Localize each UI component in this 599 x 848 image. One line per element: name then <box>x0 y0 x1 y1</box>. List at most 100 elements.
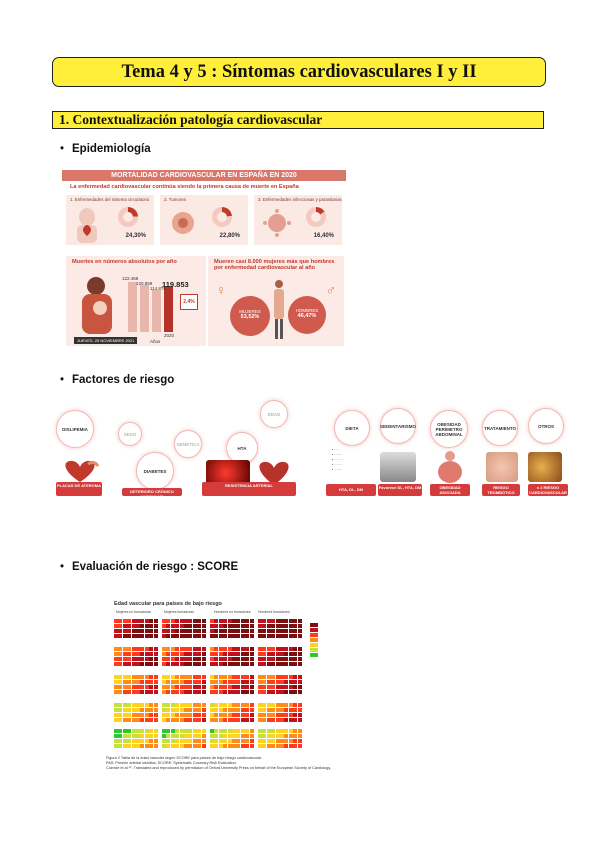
women-label: MUJERES <box>239 309 261 314</box>
score-cell <box>140 708 145 712</box>
score-cell <box>166 713 171 717</box>
score-cell <box>136 739 140 743</box>
score-cell <box>275 685 280 689</box>
score-cell <box>236 685 241 689</box>
score-cell <box>232 739 236 743</box>
score-cell <box>197 739 202 743</box>
score-cell <box>170 652 175 656</box>
score-cell <box>271 703 276 707</box>
score-cell <box>210 729 214 733</box>
score-cell <box>240 657 245 661</box>
score-cell <box>262 634 267 638</box>
score-cell <box>262 629 267 633</box>
score-cell <box>280 713 284 717</box>
score-caption-1: Figura 2 Tabla de la edad vascular según… <box>106 756 263 760</box>
legend-swatch <box>310 623 318 627</box>
score-cell <box>293 703 298 707</box>
score-cell <box>188 657 193 661</box>
score-cell <box>236 734 241 738</box>
score-cell <box>162 629 166 633</box>
score-cell <box>144 685 149 689</box>
score-cell <box>218 739 223 743</box>
score-cell <box>210 718 214 722</box>
score-cell <box>266 647 271 651</box>
score-cell <box>249 657 254 661</box>
score-cell <box>127 690 132 694</box>
score-cell <box>275 652 280 656</box>
score-cell <box>275 744 280 748</box>
tumor-cell-icon <box>172 212 194 234</box>
score-cell <box>140 703 145 707</box>
score-cell <box>240 718 245 722</box>
score-cell <box>192 619 197 623</box>
score-cell <box>118 619 123 623</box>
score-cell <box>218 629 223 633</box>
score-cell <box>288 647 293 651</box>
score-cell <box>166 657 171 661</box>
panel-tumors: 2. Tumores 22,80% <box>160 195 248 245</box>
score-cell <box>214 734 219 738</box>
score-cell <box>275 619 280 623</box>
score-cell <box>262 657 267 661</box>
score-cell <box>127 652 132 656</box>
score-cell <box>275 680 280 684</box>
score-cell <box>149 729 154 733</box>
score-cell <box>280 647 284 651</box>
score-cell <box>288 729 293 733</box>
alcohol-tobacco-photo <box>528 452 562 482</box>
score-cell <box>144 690 149 694</box>
score-cell <box>140 652 145 656</box>
score-cell <box>114 708 118 712</box>
score-cell <box>245 634 250 638</box>
score-cell <box>188 680 193 684</box>
bar-2019b <box>152 290 161 332</box>
score-cell <box>223 629 228 633</box>
legend-swatch <box>310 633 318 637</box>
score-cell <box>197 729 202 733</box>
score-cell <box>118 734 123 738</box>
bar-label: 114.875 <box>150 286 166 291</box>
panel-pct: 16,40% <box>313 233 334 239</box>
score-cell <box>288 685 293 689</box>
score-cell <box>201 662 206 666</box>
score-cell <box>136 690 140 694</box>
score-cell <box>214 744 219 748</box>
score-cell <box>288 652 293 656</box>
score-cell <box>140 629 145 633</box>
group-label: Mujeres no fumadoras <box>116 610 151 614</box>
score-cell <box>192 713 197 717</box>
score-cell <box>192 734 197 738</box>
score-cell <box>179 685 184 689</box>
years-axis-label: Años <box>150 339 161 344</box>
sedentary-photo <box>380 452 416 482</box>
score-cell <box>293 744 298 748</box>
score-cell <box>288 624 293 628</box>
score-cell <box>136 675 140 679</box>
score-cell <box>258 680 262 684</box>
score-cell <box>127 647 132 651</box>
score-cell <box>170 657 175 661</box>
score-cell <box>275 708 280 712</box>
score-cell <box>275 629 280 633</box>
score-cell <box>223 652 228 656</box>
score-cell <box>166 703 171 707</box>
score-cell <box>258 657 262 661</box>
score-cell <box>258 619 262 623</box>
score-cell <box>192 739 197 743</box>
score-cell <box>162 657 166 661</box>
score-cell <box>184 734 188 738</box>
score-cell <box>140 647 145 651</box>
score-cell <box>149 685 154 689</box>
page-title: Tema 4 y 5 : Síntomas cardiovasculares I… <box>52 57 546 87</box>
score-cell <box>258 675 262 679</box>
score-cell <box>149 619 154 623</box>
score-cell <box>149 662 154 666</box>
score-cell <box>188 729 193 733</box>
score-cell <box>293 713 298 717</box>
score-cell <box>288 718 293 722</box>
score-cell <box>227 647 232 651</box>
score-cell <box>118 690 123 694</box>
score-cell <box>149 624 154 628</box>
score-cell <box>266 718 271 722</box>
score-cell <box>201 708 206 712</box>
